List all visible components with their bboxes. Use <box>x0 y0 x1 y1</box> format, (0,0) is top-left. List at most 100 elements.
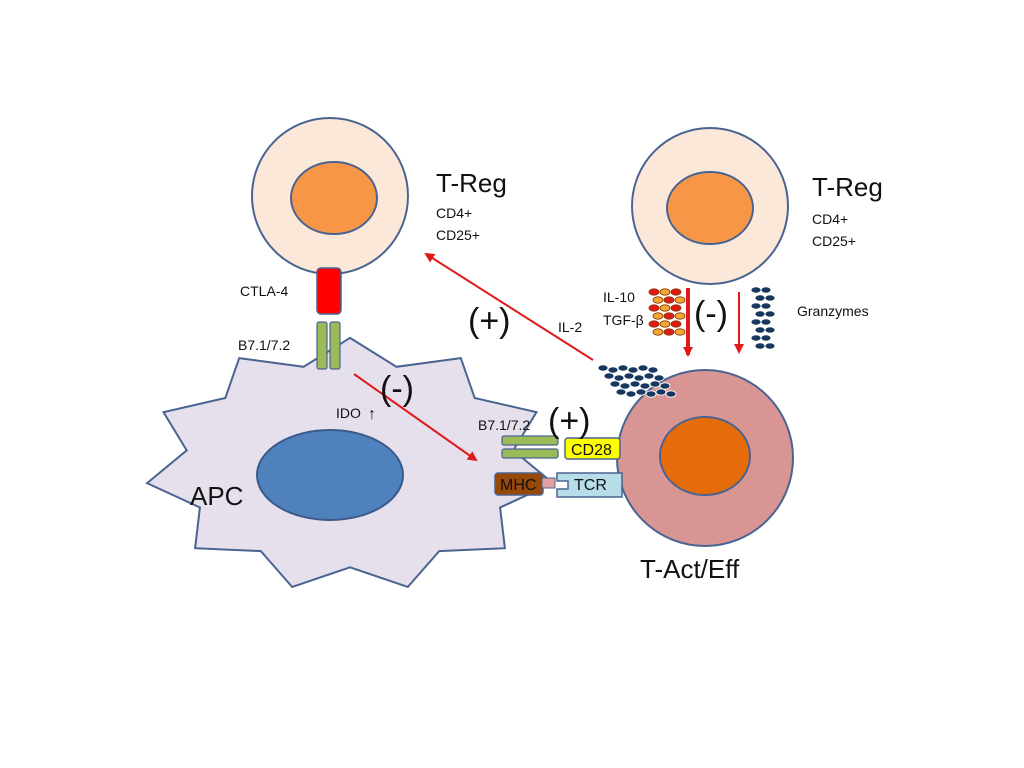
granzyme-granule <box>750 302 762 310</box>
ido-label: IDO <box>336 405 361 421</box>
cytokine-granule <box>648 320 660 328</box>
ctla4-label: CTLA-4 <box>240 283 288 299</box>
cytokine-minus-sign: (-) <box>694 295 728 333</box>
treg-right-nucleus <box>666 171 754 245</box>
treg-left-nucleus <box>290 161 378 235</box>
b7-synapse-ligand-bottom <box>501 448 559 459</box>
cytokine-granule <box>652 296 664 304</box>
il2-granule <box>633 374 645 382</box>
granzyme-granule <box>760 318 772 326</box>
cytokine-granule <box>674 296 686 304</box>
granzyme-granule <box>754 342 766 350</box>
granzyme-granule <box>764 310 776 318</box>
il2-plus-sign: (+) <box>468 302 511 340</box>
ido-inhibition-arrow <box>353 373 478 462</box>
cytokine-granule <box>670 288 682 296</box>
granzyme-granule <box>764 294 776 302</box>
synapse-plus-sign: (+) <box>548 402 591 440</box>
cytokine-granule <box>648 304 660 312</box>
il2-granule <box>607 366 619 374</box>
granzyme-granule <box>764 326 776 334</box>
tact-eff-label: T-Act/Eff <box>640 554 740 584</box>
cytokine-granule <box>659 320 671 328</box>
granzyme-granule <box>764 342 776 350</box>
cytokine-granule <box>652 312 664 320</box>
cd28-receptor <box>564 437 621 460</box>
cytokine-granule <box>663 312 675 320</box>
cytokine-granule <box>659 288 671 296</box>
tact-eff-nucleus <box>659 416 751 496</box>
il2-arrow <box>424 252 594 361</box>
il2-granule <box>655 388 667 396</box>
cytokine-granule <box>659 304 671 312</box>
cytokine-granule <box>670 304 682 312</box>
cytokine-granule <box>652 328 664 336</box>
il2-granule <box>625 390 637 398</box>
b7-top-label: B7.1/7.2 <box>238 337 290 353</box>
il2-granule <box>627 366 639 374</box>
il2-granule <box>639 382 651 390</box>
il2-granule-cluster <box>597 364 677 398</box>
il2-granule <box>637 364 649 372</box>
treg-left-cd4: CD4+ <box>436 205 472 221</box>
granzyme-granule-cluster <box>750 286 776 350</box>
il2-granule <box>613 374 625 382</box>
granzyme-granule <box>760 302 772 310</box>
b7-synapse-label: B7.1/7.2 <box>478 417 530 433</box>
il2-granule <box>665 390 677 398</box>
mhc-peptide <box>541 477 556 489</box>
granzyme-granule <box>750 286 762 294</box>
treg-right-cd25: CD25+ <box>812 233 856 249</box>
il2-granule <box>597 364 609 372</box>
il2-granule <box>619 382 631 390</box>
mhc-label: MHC <box>500 477 536 494</box>
il2-granule <box>617 364 629 372</box>
granzymes-label: Granzymes <box>797 303 869 319</box>
ido-up-arrow: ↑ <box>368 406 376 423</box>
il10-tgfb-granule-cluster <box>648 288 686 336</box>
cytokine-granule <box>648 288 660 296</box>
il2-granule <box>623 372 635 380</box>
il2-granule <box>629 380 641 388</box>
cytokine-granule <box>674 312 686 320</box>
cytokine-granule <box>674 328 686 336</box>
il2-granule <box>609 380 621 388</box>
treg-right-title: T-Reg <box>812 172 883 202</box>
il2-label: IL-2 <box>558 319 582 335</box>
il2-granule <box>653 374 665 382</box>
apc-label: APC <box>190 481 243 511</box>
il2-granule <box>659 382 671 390</box>
granzyme-granule <box>754 294 766 302</box>
il2-granule <box>615 388 627 396</box>
b7-top-ligand-left <box>316 321 328 370</box>
tcr-label: TCR <box>574 477 607 494</box>
b7-top-ligand-right <box>329 321 341 370</box>
treg-right-cd4: CD4+ <box>812 211 848 227</box>
granzyme-granule <box>760 286 772 294</box>
treg-left-cd25: CD25+ <box>436 227 480 243</box>
il2-granule <box>643 372 655 380</box>
granzyme-granule <box>760 334 772 342</box>
granzyme-granule <box>754 326 766 334</box>
cytokine-granule <box>663 328 675 336</box>
il2-granule <box>645 390 657 398</box>
il10-label: IL-10 <box>603 289 635 305</box>
cd28-label: CD28 <box>571 442 612 459</box>
il2-granule <box>603 372 615 380</box>
tcr-receptor <box>556 472 623 498</box>
granzyme-granule <box>750 334 762 342</box>
tgfb-label: TGF-β <box>603 312 644 328</box>
il2-granule <box>635 388 647 396</box>
cytokine-granule <box>663 296 675 304</box>
apc-nucleus <box>256 429 404 521</box>
treg-left-title: T-Reg <box>436 168 507 198</box>
cytokine-granule <box>670 320 682 328</box>
il2-granule <box>647 366 659 374</box>
granzyme-granule <box>754 310 766 318</box>
ido-minus-sign: (-) <box>380 370 414 408</box>
il2-granule <box>649 380 661 388</box>
granzyme-granule <box>750 318 762 326</box>
b7-synapse-ligand-top <box>501 435 559 446</box>
ctla4-receptor <box>316 267 342 315</box>
